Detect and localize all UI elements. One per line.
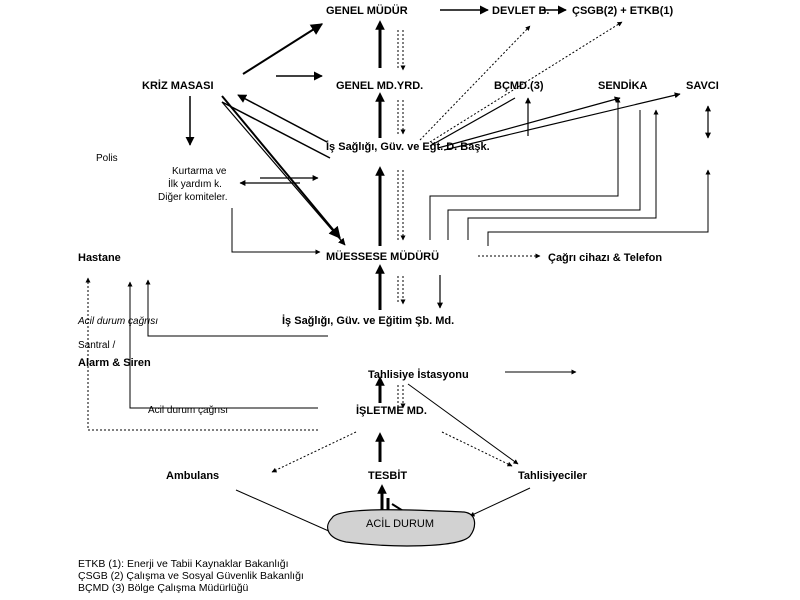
arrow-isb-to-muessese — [221, 101, 331, 159]
labels: GENEL MÜDÜR DEVLET B. ÇSGB(2) + ETKB(1) … — [77, 4, 719, 530]
node-tesbit: TESBİT — [368, 469, 407, 482]
node-savci: SAVCI — [686, 80, 719, 92]
arrow-kurtarma-to-muessese — [231, 208, 321, 255]
dotted-isb-to-csgb — [429, 21, 623, 143]
line-sb-to-hastane — [145, 279, 328, 337]
legend-item-etkb: ETKB (1): Enerji ve Tabii Kaynaklar Baka… — [78, 558, 289, 570]
dotted-isletme-to-tahlisiyeciler — [441, 431, 513, 467]
arrow-isb-to-muessese-2 — [221, 101, 346, 246]
node-is-sagligi-baskanlik: İş Sağlığı, Güv. ve Eğt. D. Başk. — [326, 140, 490, 153]
dotted-isletme-to-hastane — [85, 277, 318, 431]
node-alarm-siren: Alarm & Siren — [78, 357, 151, 369]
node-acil-durum-cagrisi-2: Acil durum çağrısı — [148, 405, 228, 416]
node-is-sagligi-sube: İş Sağlığı, Güv. ve Eğitim Şb. Md. — [282, 314, 454, 327]
connectors — [85, 5, 711, 537]
dotted-isletme-to-ambulans — [271, 431, 357, 473]
arrow-kriz-to-genel — [242, 23, 324, 75]
node-tahlisiyeciler: Tahlisiyeciler — [518, 470, 588, 482]
arrow-ambulans-to-acil — [235, 489, 341, 537]
node-kurtarma-line2: İlk yardım k. — [168, 177, 222, 190]
node-kriz-masasi: KRİZ MASASI — [142, 79, 214, 92]
node-acil-durum-cagrisi-1: Acil durum çağrısı — [77, 316, 158, 327]
node-cagri-cihazi: Çağrı cihazı & Telefon — [548, 252, 662, 264]
node-csgb-etkb: ÇSGB(2) + ETKB(1) — [572, 5, 673, 17]
node-polis: Polis — [96, 153, 118, 164]
node-devlet: DEVLET B. — [492, 5, 549, 17]
legend-item-csgb: ÇSGB (2) Çalışma ve Sosyal Güvenlik Baka… — [78, 570, 304, 582]
node-genel-md-yrd: GENEL MD.YRD. — [336, 80, 423, 92]
node-acil-durum: ACİL DURUM — [366, 517, 434, 530]
arrow-isletme-to-tahlisiyeciler — [407, 383, 519, 465]
node-santral: Santral / — [78, 340, 115, 351]
arrow-kriz-to-muessese — [221, 95, 341, 239]
node-isletme-md: İŞLETME MD. — [356, 404, 427, 417]
node-sendika: SENDİKA — [598, 79, 648, 92]
arrow-tahlisiyeciler-to-acil — [469, 487, 531, 517]
node-hastane: Hastane — [78, 252, 121, 264]
node-ambulans: Ambulans — [166, 470, 219, 482]
node-kurtarma-line1: Kurtarma ve — [172, 166, 227, 177]
node-muessese-muduru: MÜESSESE MÜDÜRÜ — [326, 250, 439, 263]
node-bcmd: BÇMD.(3) — [494, 80, 544, 92]
line-alarm-to-hastane — [127, 281, 318, 409]
node-tahlisiye-istasyonu: Tahlisiye İstasyonu — [368, 368, 469, 381]
acil-durum-blob — [327, 509, 476, 547]
arrow-isb-to-kriz — [237, 94, 328, 143]
dotted-isb-to-devlet — [419, 25, 531, 141]
node-kurtarma-line3: Diğer komiteler. — [158, 192, 227, 203]
node-genel-mudur: GENEL MÜDÜR — [326, 4, 408, 17]
legend: ETKB (1): Enerji ve Tabii Kaynaklar Baka… — [78, 558, 304, 594]
legend-item-bcmd: BÇMD (3) Bölge Çalışma Müdürlüğü — [78, 582, 249, 594]
